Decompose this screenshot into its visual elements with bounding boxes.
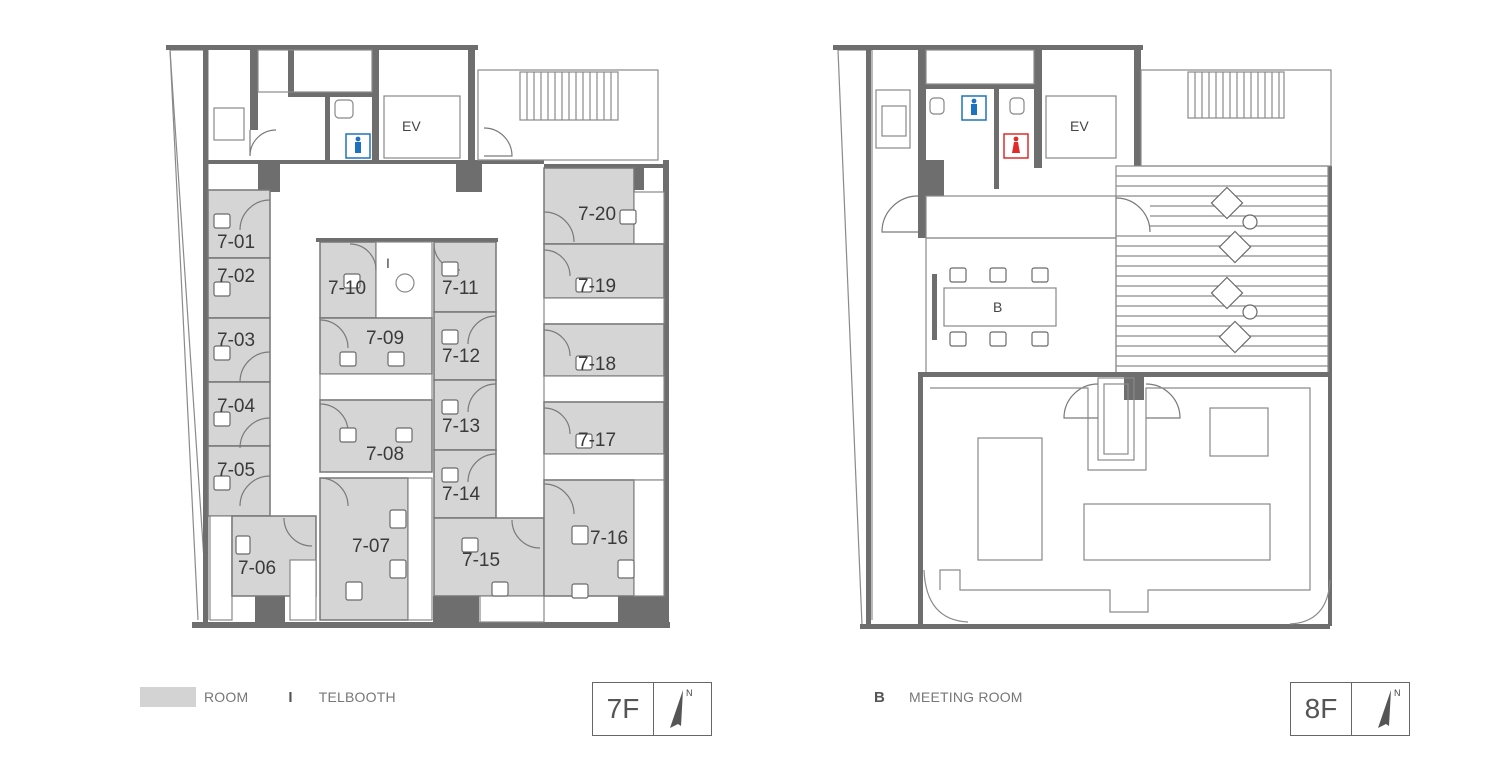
- telbooth-mark-7f: I: [386, 255, 390, 271]
- room-7-19: 7-19: [578, 276, 616, 297]
- wood-deck-8f: [1116, 175, 1328, 367]
- floor-label-8f: 8F: [1291, 683, 1352, 735]
- room-7-08: 7-08: [366, 444, 404, 465]
- room-7-03: 7-03: [217, 330, 255, 351]
- room-7-15: 7-15: [462, 550, 500, 571]
- legend-room-label: ROOM: [204, 689, 249, 705]
- north-arrow-8f-icon: N: [1378, 688, 1401, 728]
- room-7-17: 7-17: [578, 430, 616, 451]
- svg-text:N: N: [686, 688, 693, 698]
- svg-text:N: N: [1394, 688, 1401, 698]
- legend-meeting-label: MEETING ROOM: [909, 689, 1023, 705]
- legend-telbooth-mark: I: [288, 688, 293, 706]
- meeting-room-mark-8f: B: [993, 299, 1002, 315]
- stairs-7f: [519, 71, 619, 121]
- room-7-09: 7-09: [366, 328, 404, 349]
- floor-label-7f: 7F: [593, 683, 654, 735]
- north-cell-7f: [654, 683, 711, 735]
- legend-meeting-mark: B: [874, 688, 886, 706]
- room-7-11: 7-11: [442, 278, 479, 299]
- north-cell-8f: [1352, 683, 1409, 735]
- room-7-16: 7-16: [590, 528, 628, 549]
- floor-7-plan: EV: [166, 45, 670, 628]
- room-7-14: 7-14: [442, 484, 480, 505]
- room-7-04: 7-04: [217, 396, 255, 417]
- room-swatch: [140, 687, 196, 707]
- floor-8-plan: EV: [833, 45, 1332, 629]
- legend-7f: ROOM I TELBOOTH: [140, 686, 396, 708]
- room-7-20: 7-20: [578, 204, 616, 225]
- floor-badge-8f: 8F: [1290, 682, 1410, 736]
- legend-8f: B MEETING ROOM: [874, 686, 1023, 708]
- north-arrow-7f-icon: N: [670, 688, 693, 728]
- room-7-06: 7-06: [238, 558, 276, 579]
- room-7-02: 7-02: [217, 266, 255, 287]
- room-7-12: 7-12: [442, 346, 480, 367]
- ev-label-8f: EV: [1070, 118, 1089, 134]
- room-7-01: 7-01: [217, 232, 255, 253]
- legend-telbooth-label: TELBOOTH: [318, 689, 396, 705]
- room-7-10: 7-10: [328, 278, 366, 299]
- room-7-18: 7-18: [578, 354, 616, 375]
- stairs-8f: [1187, 71, 1285, 119]
- room-7-13: 7-13: [442, 416, 480, 437]
- ev-label-7f: EV: [402, 118, 421, 134]
- room-7-05: 7-05: [217, 460, 255, 481]
- room-7-07: 7-07: [352, 536, 390, 557]
- floor-badge-7f: 7F: [592, 682, 712, 736]
